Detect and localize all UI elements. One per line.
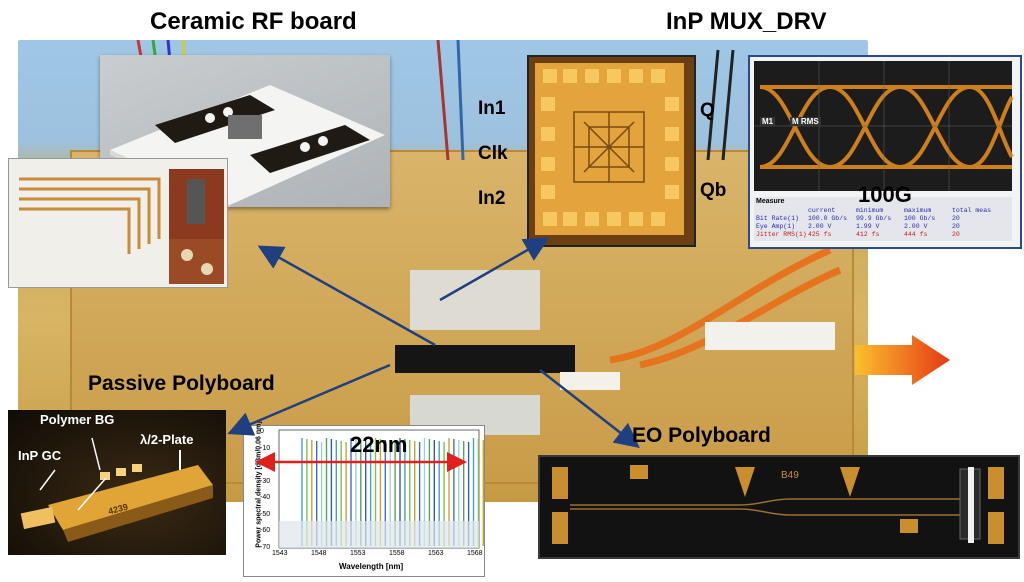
spectrum-xtick: 1568: [467, 550, 483, 557]
label-half-wave-plate: λ/2-Plate: [140, 432, 194, 447]
scope-cell: 100 Gb/s: [904, 215, 936, 222]
scope-cell: 20: [952, 215, 960, 222]
scope-cell: Bit Rate(1): [756, 215, 799, 222]
eo-chip-on-module: [395, 345, 575, 373]
white-fiber-guide: [705, 322, 835, 350]
arrow-to-eo: [539, 369, 640, 449]
label-clk: Clk: [478, 143, 508, 164]
scope-cell: 2.00 V: [808, 223, 832, 230]
label-22nm: 22nm: [350, 432, 408, 457]
white-pad: [560, 372, 620, 390]
scope-h3: maximum: [904, 207, 932, 214]
spectrum-xtick: 1553: [350, 550, 366, 557]
bg-pointer: [91, 437, 101, 471]
spectrum-ytick: -50: [260, 510, 271, 518]
label-inp-gc: InP GC: [18, 448, 62, 463]
label-qb: Qb: [700, 180, 727, 201]
label-q: Q: [700, 100, 715, 121]
output-arrow: [855, 335, 950, 385]
chip-die: [535, 63, 684, 235]
scope-cell: 99.9 Gb/s: [856, 215, 892, 222]
label-passive-polyboard: Passive Polyboard: [88, 372, 275, 395]
gc-pointer: [39, 469, 56, 491]
scope-row: Jitter RMS(1)425 fs 412 fs 444 fs 20: [756, 231, 991, 239]
label-polymer-bg: Polymer BG: [40, 412, 115, 427]
scope-row: Eye Amp(1) 2.00 V 1.99 V 2.00 V 20: [756, 223, 991, 231]
label-ceramic-rf-board: Ceramic RF board: [150, 8, 357, 35]
pcb-traces: [19, 169, 224, 284]
scope-h1: current: [808, 207, 836, 214]
spectrum-ytick: -10: [260, 444, 271, 452]
label-in2: In2: [478, 188, 506, 209]
scope-cell: 20: [952, 231, 960, 238]
inp-mux-drv-chip-image: [527, 55, 696, 247]
label-eo-polyboard: EO Polyboard: [632, 424, 771, 447]
scope-cell: Eye Amp(1): [756, 223, 796, 230]
scope-header-row: current minimum maximum total meas: [756, 207, 991, 215]
scope-h2: minimum: [856, 207, 884, 214]
spectrum-xlabel: Wavelength [nm]: [339, 562, 404, 571]
scope-m2: M RMS: [790, 117, 821, 126]
gc-device: [20, 450, 213, 542]
spectrum-xtick: 1563: [428, 550, 444, 557]
passive-polyboard-image: 4239: [8, 410, 226, 555]
spectrum-xtick: 1548: [311, 550, 327, 557]
eo-chip: [552, 465, 1004, 544]
scope-cell: Jitter RMS(1): [756, 231, 807, 238]
scope-panel-title: Measure: [756, 198, 785, 205]
scope-cell: 2.00 V: [904, 223, 928, 230]
scope-cell: 100.0 Gb/s: [808, 215, 848, 222]
scope-m1: M1: [760, 117, 776, 126]
scope-cell: 425 fs: [808, 231, 832, 238]
scope-cell: 1.99 V: [856, 223, 880, 230]
eo-polyboard-image: B49: [538, 455, 1020, 559]
arrow-to-pcb: [257, 245, 436, 347]
scope-cell: 412 fs: [856, 231, 880, 238]
label-in1: In1: [478, 98, 506, 119]
spectrum-xtick: 1543: [272, 550, 288, 557]
spectrum-xtick: 1558: [389, 550, 405, 557]
spectrum-ytick: 0: [260, 428, 264, 435]
scope-row: Bit Rate(1) 100.0 Gb/s 99.9 Gb/s 100 Gb/s 20: [756, 215, 991, 223]
spectrum-ytick: -60: [260, 527, 271, 534]
scope-cell: 20: [952, 223, 960, 230]
eye-diagram-scope: M1 M RMS Measure current minimum maximum to…: [748, 55, 1022, 249]
eye-diagram: [754, 61, 1014, 241]
spectrum-ytick: -70: [260, 543, 271, 551]
spectrum-ytick: -40: [260, 494, 271, 501]
label-inp-mux-drv: InP MUX_DRV: [666, 8, 827, 35]
spectrum-ytick: -30: [260, 477, 271, 485]
arrow-to-gc: [227, 363, 391, 436]
arrow-to-chip: [439, 237, 550, 302]
scope-table: current minimum maximum total meas Bit Rate…: [756, 207, 991, 239]
scope-cell: 444 fs: [904, 231, 928, 238]
scope-h4: total meas: [952, 207, 992, 214]
label-100g: 100G: [858, 182, 912, 207]
pcb-image: [8, 158, 228, 288]
eo-id-label: B49: [781, 470, 799, 481]
